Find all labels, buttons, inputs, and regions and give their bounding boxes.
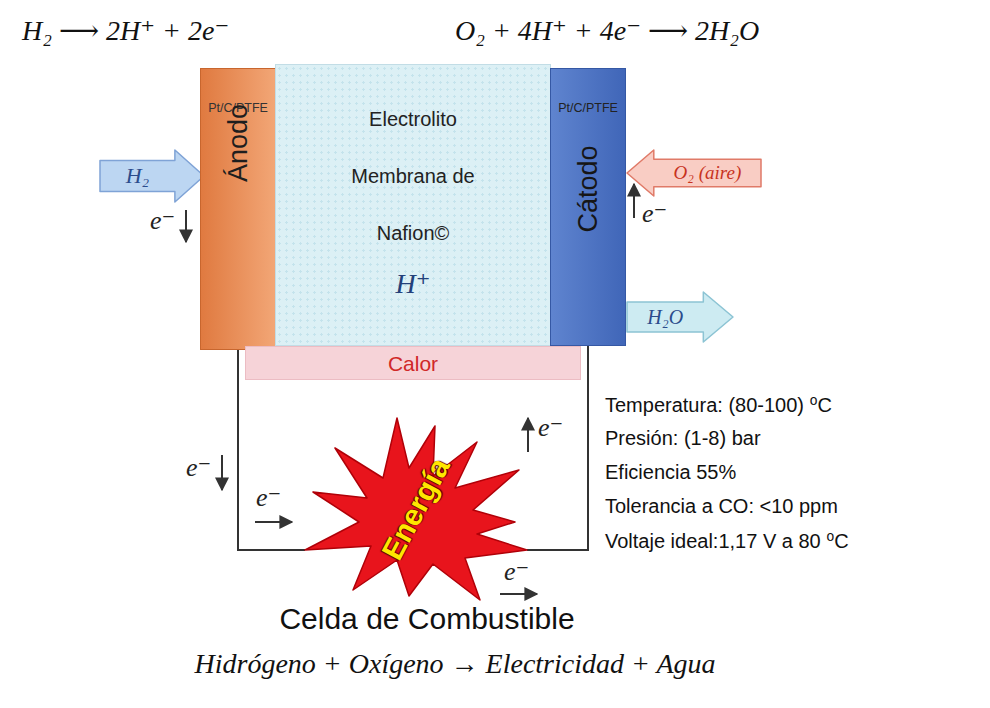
spec-note: Presión: (1-8) bar: [605, 427, 761, 450]
electron-label: e⁻: [186, 452, 211, 483]
node-label: H₂: [100, 150, 175, 202]
half-reaction: O₂ + 4H⁺ + 4e⁻ ⟶ 2H₂O: [455, 14, 759, 47]
node-label: H₂O: [627, 292, 703, 342]
electron-label: e⁻: [642, 198, 667, 229]
inlet-arrow: H₂: [100, 150, 204, 202]
node-label: O₂ (aire): [654, 150, 761, 196]
arrow-outline: [100, 150, 204, 202]
electron-arrow: [185, 210, 187, 242]
node-label: Electrolito Membrana de Nafion©: [338, 91, 488, 262]
electron-arrow: [500, 593, 537, 595]
half-reaction: H₂ ⟶ 2H⁺ + 2e⁻: [22, 14, 229, 47]
burst-outline: [305, 418, 527, 600]
electron-label: e⁻: [256, 482, 281, 513]
arrow-outline: [627, 150, 761, 196]
electron-label: e⁻: [538, 412, 563, 443]
node-label: Calor: [246, 347, 580, 381]
electron-label: e⁻: [150, 205, 175, 236]
arrow-outline: [627, 292, 733, 342]
spec-note: Voltaje ideal:1,17 V a 80 ⁰C: [605, 529, 849, 553]
diagram-caption: Celda de Combustible: [279, 602, 574, 636]
heat-band: Calor: [245, 346, 581, 380]
node-text: Cátodo: [573, 145, 604, 232]
electron-label: e⁻: [504, 556, 529, 587]
electrolyte-membrane: Electrolito Membrana de Nafion© H⁺: [275, 64, 551, 346]
node-label: Pt/C/PTFE: [558, 101, 618, 115]
electron-arrow: [221, 455, 223, 490]
overall-reaction: Hidrógeno + Oxígeno → Electricidad + Agu…: [195, 648, 716, 680]
circuit-wire: [238, 350, 305, 550]
spec-note: Tolerancia a CO: <10 ppm: [605, 495, 838, 518]
spec-note: Eficiencia 55%: [605, 461, 736, 484]
outlet-arrow: H₂O: [627, 292, 733, 342]
cathode-electrode: Pt/C/PTFE Cátodo: [550, 68, 626, 346]
energy-burst: Energía: [305, 418, 527, 600]
spec-note: Temperatura: (80-100) ⁰C: [605, 393, 832, 417]
inlet-arrow: O₂ (aire): [627, 150, 761, 196]
node-text: H⁺: [396, 267, 431, 300]
arrow-shape: [100, 150, 204, 202]
electron-arrow: [255, 521, 292, 523]
electron-arrow: [633, 184, 635, 218]
electron-arrow: [527, 418, 529, 452]
anode-electrode: Pt/C/PTFEÁnodo: [200, 68, 276, 350]
node-text: Ánodo: [223, 104, 254, 182]
